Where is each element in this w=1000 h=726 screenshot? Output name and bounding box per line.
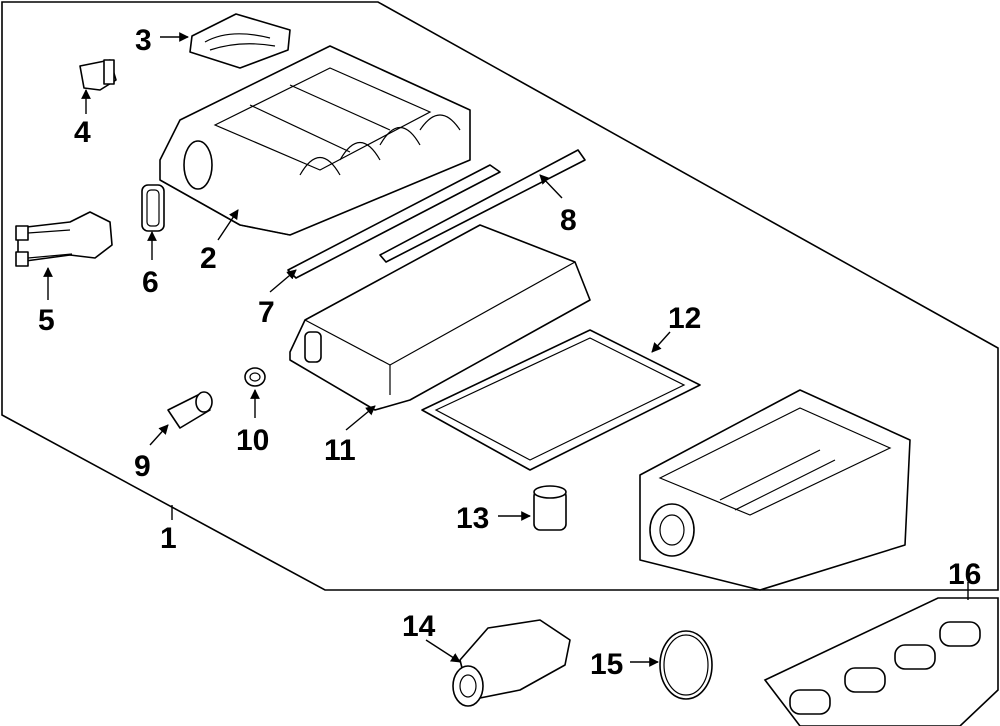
part-15-oring — [659, 630, 713, 700]
callout-14: 14 — [402, 610, 436, 643]
callout-8: 8 — [560, 204, 577, 237]
part-5-hoses — [15, 211, 113, 267]
part-11-intercooler — [289, 224, 591, 411]
part-2-intake-cover — [159, 45, 471, 236]
callout-13: 13 — [456, 502, 489, 535]
assembly-outline — [1, 1, 999, 591]
part-3-shield — [189, 13, 291, 69]
callout-11: 11 — [324, 434, 356, 467]
part-12-gasket — [421, 329, 701, 471]
callout-2: 2 — [200, 242, 217, 275]
part-8-seal — [379, 149, 586, 263]
callout-labels: 1 2 3 4 5 6 7 8 9 10 11 12 13 14 15 16 — [38, 24, 981, 681]
callout-1: 1 — [160, 522, 177, 555]
callout-10: 10 — [236, 424, 269, 457]
callout-4: 4 — [74, 116, 91, 149]
callout-16: 16 — [948, 558, 981, 591]
callout-7: 7 — [258, 296, 275, 329]
part-14-housing — [452, 619, 571, 707]
callout-3: 3 — [135, 24, 152, 57]
part-4-connector — [79, 59, 117, 91]
callout-12: 12 — [668, 302, 701, 335]
lower-intake-manifold — [639, 389, 911, 591]
part-10-oring — [244, 367, 266, 387]
callout-9: 9 — [134, 450, 151, 483]
part-6-gasket — [141, 184, 165, 232]
gasket-set-outline — [763, 597, 999, 726]
callout-5: 5 — [38, 304, 55, 337]
part-16-gasket-set — [789, 621, 981, 715]
callout-15: 15 — [590, 648, 623, 681]
leader-lines — [43, 32, 969, 667]
callout-6: 6 — [142, 266, 159, 299]
part-13-sensor — [533, 485, 567, 531]
part-9-tube — [167, 391, 213, 429]
